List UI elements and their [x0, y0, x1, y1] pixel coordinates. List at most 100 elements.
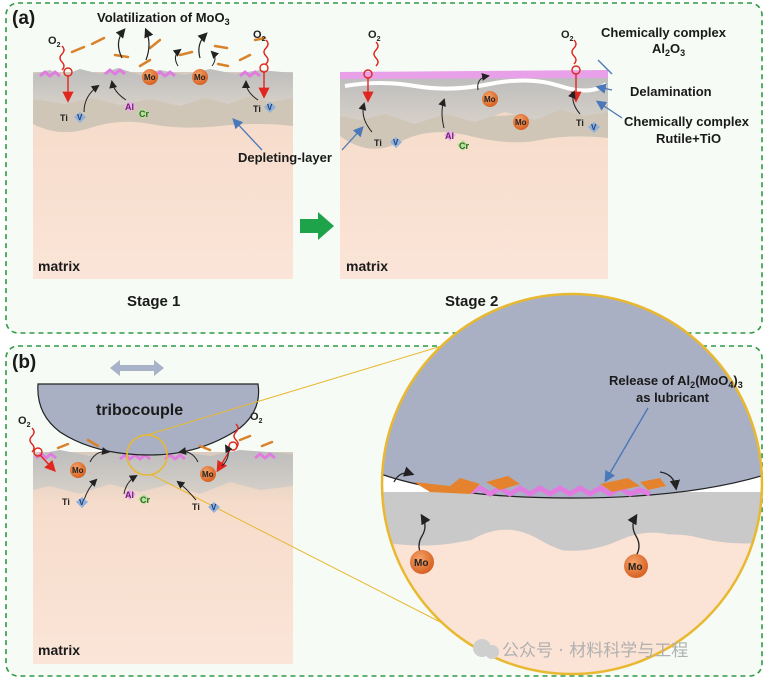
stage1-al2o3-clusters [39, 68, 261, 78]
mo-atom-s2-b: Mo [513, 114, 529, 130]
stage2-delamination-crack [344, 78, 608, 93]
mo-atom-zoom-left: Mo [410, 550, 434, 574]
stage1-label: Stage 1 [127, 293, 180, 310]
diffusion-arrows-b [83, 444, 233, 501]
svg-text:O2: O2 [48, 35, 61, 49]
svg-text:Mo: Mo [144, 73, 156, 82]
sliding-direction-arrow [110, 360, 164, 376]
svg-text:Mo: Mo [414, 558, 428, 569]
svg-text:O2: O2 [250, 411, 263, 425]
al-cr-atoms-b: Al Cr [124, 489, 150, 505]
mo-up-arrow-s2 [477, 73, 490, 91]
mo-diffusion-arrows-s1 [172, 48, 220, 67]
al-cr-atoms-s1: Al Cr [124, 101, 149, 119]
stage2-label: Stage 2 [445, 293, 498, 310]
svg-text:O2: O2 [368, 29, 381, 43]
svg-text:Cr: Cr [139, 109, 149, 119]
panel-a-label: (a) [12, 8, 35, 29]
release-label-2: as lubricant [636, 390, 710, 405]
svg-text:V: V [211, 503, 217, 512]
stage2-oxide-layer [340, 76, 608, 124]
volatilization-arrows [115, 27, 208, 61]
stage2-al2o3-layer [340, 70, 608, 79]
svg-text:O2: O2 [561, 29, 574, 43]
zoom-circle [382, 294, 762, 674]
rutile-pointer [595, 100, 623, 119]
mo-atom-zoom-right: Mo [624, 554, 648, 578]
svg-text:Ti: Ti [60, 113, 68, 123]
stage1-matrix-label: matrix [38, 258, 80, 274]
ti-v-atoms-s1-right: Ti V [253, 102, 276, 114]
zoom-connector-top [146, 341, 456, 436]
o2-group-s2-left: O2 [362, 29, 381, 103]
al-cr-atoms-s2: Al Cr [444, 130, 469, 151]
svg-text:Mo: Mo [202, 470, 214, 479]
svg-text:Cr: Cr [459, 141, 469, 151]
mo-atom-b-left: Mo [70, 462, 86, 478]
svg-text:V: V [393, 138, 399, 147]
depleting-pointer-2 [341, 126, 364, 151]
release-pointer [604, 407, 649, 483]
complex-al2o3-label-1: Chemically complex [601, 25, 727, 40]
stage-transition-arrow [300, 212, 334, 240]
ti-v-atoms-s2-left: Ti V [374, 137, 402, 148]
panel-b-oxide-layer [33, 450, 293, 494]
tribocouple-body [37, 383, 260, 456]
svg-text:Mo: Mo [628, 562, 642, 573]
svg-text:Ti: Ti [253, 104, 261, 114]
svg-text:Mo: Mo [515, 118, 527, 127]
complex-rutile-label-1: Chemically complex [624, 114, 750, 129]
release-label-1: Release of Al2(MoO4)3 [609, 373, 743, 390]
svg-text:V: V [591, 123, 597, 132]
ti-v-atoms-b-right: Ti V [192, 502, 220, 513]
svg-text:V: V [267, 103, 273, 112]
lubricant-dashes-b [56, 434, 274, 452]
tribocouple-label: tribocouple [96, 402, 183, 419]
watermark-text: 公众号 · 材料科学与工程 [502, 641, 688, 661]
ti-v-atoms-b-left: Ti V [62, 497, 88, 508]
svg-text:Al: Al [125, 490, 134, 500]
depleting-layer-label: Depleting-layer [238, 150, 332, 165]
svg-text:Mo: Mo [484, 95, 496, 104]
svg-text:Ti: Ti [374, 138, 382, 148]
ti-v-atoms-s1-left: Ti V [60, 112, 86, 123]
panel-b-label: (b) [12, 352, 36, 373]
mo-atom-s1-a: Mo [142, 69, 158, 85]
delamination-pointer [595, 83, 613, 94]
stage1-oxide-layer [33, 68, 293, 106]
mo-atom-s2-a: Mo [482, 91, 498, 107]
diffusion-arrows-s1 [83, 80, 259, 113]
mo-atom-s1-b: Mo [192, 69, 208, 85]
svg-text:V: V [77, 113, 83, 122]
al2o3-pointer [597, 59, 613, 75]
svg-text:Al: Al [125, 102, 134, 112]
zoom-connector-bottom [151, 474, 453, 629]
volatilization-label: Volatilization of MoO3 [97, 10, 230, 27]
svg-text:V: V [79, 498, 85, 507]
zoom-circle-border [380, 292, 764, 676]
svg-text:O2: O2 [18, 415, 31, 429]
svg-text:Ti: Ti [576, 118, 584, 128]
o2-group-s1-right: O2 [253, 29, 270, 99]
complex-rutile-label-2: Rutile+TiO [656, 131, 721, 146]
delamination-label: Delamination [630, 84, 712, 99]
o2-group-s1-left: O2 [48, 35, 74, 103]
stage2-block: matrix [340, 70, 608, 279]
diffusion-arrows-s2 [358, 90, 581, 133]
svg-text:Mo: Mo [72, 466, 84, 475]
o2-group-b-left: O2 [18, 415, 56, 473]
svg-text:O2: O2 [253, 29, 266, 43]
complex-al2o3-label-2: Al2O3 [652, 41, 685, 58]
panel-b-matrix-label: matrix [38, 642, 80, 658]
svg-text:Ti: Ti [62, 497, 70, 507]
depleting-pointer [232, 118, 263, 151]
mo-atom-b-right: Mo [200, 466, 216, 482]
watermark: 公众号 · 材料科学与工程 [473, 639, 688, 661]
svg-text:Cr: Cr [140, 495, 150, 505]
ti-v-atoms-s2-right: Ti V [576, 118, 600, 133]
svg-text:Al: Al [445, 131, 454, 141]
o2-group-s2-right: O2 [561, 29, 582, 103]
svg-text:Mo: Mo [194, 73, 206, 82]
stage1-block: matrix [33, 68, 293, 279]
